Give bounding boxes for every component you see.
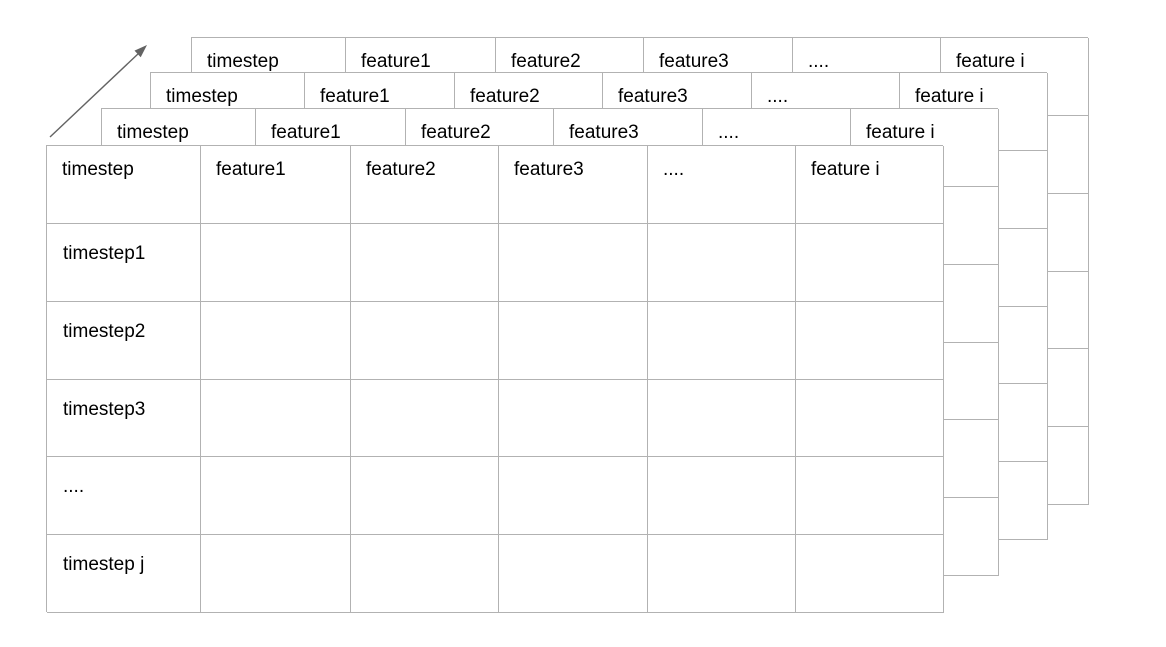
empty-data-cell <box>648 535 796 613</box>
empty-data-cell <box>499 224 648 302</box>
row-label-2: timestep3 <box>47 379 201 458</box>
empty-data-cell <box>351 301 499 380</box>
empty-data-cell <box>201 535 351 613</box>
column-header-2: feature2 <box>351 146 499 224</box>
empty-data-cell <box>499 379 648 458</box>
row-label-1: timestep2 <box>47 301 201 380</box>
empty-data-cell <box>796 301 944 380</box>
empty-data-cell <box>648 224 796 302</box>
row-label-3: .... <box>47 457 201 536</box>
empty-data-cell <box>201 301 351 380</box>
column-header-1: feature1 <box>201 146 351 224</box>
empty-data-cell <box>351 457 499 536</box>
column-header-3: feature3 <box>499 146 648 224</box>
empty-data-cell <box>796 535 944 613</box>
empty-data-cell <box>648 457 796 536</box>
empty-data-cell <box>499 535 648 613</box>
empty-data-cell <box>648 301 796 380</box>
empty-data-cell <box>499 301 648 380</box>
empty-data-cell <box>201 457 351 536</box>
row-label-0: timestep1 <box>47 224 201 302</box>
empty-data-cell <box>648 379 796 458</box>
empty-data-cell <box>351 535 499 613</box>
column-header-5: feature i <box>796 146 944 224</box>
empty-data-cell <box>796 379 944 458</box>
column-header-timestep: timestep <box>47 146 201 224</box>
empty-data-cell <box>201 379 351 458</box>
empty-data-cell <box>351 224 499 302</box>
column-header-4: .... <box>648 146 796 224</box>
empty-data-cell <box>796 224 944 302</box>
empty-data-cell <box>796 457 944 536</box>
empty-data-cell <box>201 224 351 302</box>
empty-data-cell <box>351 379 499 458</box>
row-label-4: timestep j <box>47 535 201 613</box>
empty-data-cell <box>499 457 648 536</box>
